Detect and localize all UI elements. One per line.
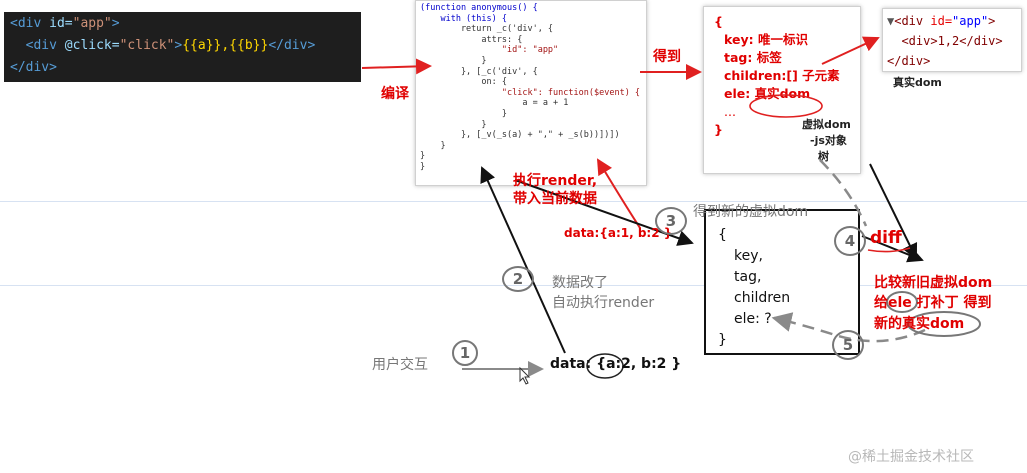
vdom-key: key: 唯一标识: [724, 32, 808, 47]
vdom-open-brace: {: [714, 14, 723, 29]
compile-arrow: [361, 58, 432, 75]
new-data-prefix: data: {: [550, 356, 607, 372]
vdom-ele-prefix: ele:: [724, 86, 755, 101]
vdom-children: children:[] 子元素: [724, 68, 840, 83]
data-changed-arrow: [480, 166, 566, 354]
vdom-note-1: 虚拟dom: [802, 118, 851, 131]
exec-render-label-1: 执行render,: [513, 173, 598, 189]
new-vdom-to-compare-arrow: [861, 235, 924, 263]
compare-label-3: 新的真实dom: [874, 316, 965, 332]
virtual-dom-box: { key: 唯一标识 tag: 标签 children:[] 子元素 ele:…: [703, 6, 861, 174]
new-vdom-key: key,: [734, 248, 763, 264]
background-line-top: [0, 201, 1027, 202]
real-dom-box: ▼<div id="app"> <div>1,2</div> </div>: [882, 8, 1022, 72]
vdom-note-2: -js对象: [810, 134, 847, 147]
compare-ele-highlight: [886, 291, 918, 313]
step-4-marker: 4: [834, 226, 866, 256]
diff-label: diff: [870, 228, 902, 248]
vdom-dots: ...: [724, 104, 736, 119]
old-vdom-to-compare-arrow: [869, 163, 918, 260]
new-vdom-close-brace: }: [718, 332, 727, 348]
vdom-tag: tag: 标签: [724, 50, 782, 65]
patch-dashed-arrow: [771, 312, 926, 343]
got-new-vdom-label: 得到新的虚拟dom: [693, 204, 809, 220]
new-vdom-ele: ele: ?: [734, 311, 772, 327]
user-interaction-label: 用户交互: [372, 357, 428, 373]
new-data-label: data: {a:2, b:2 }: [550, 356, 681, 372]
new-vdom-open-brace: {: [718, 227, 727, 243]
new-vdom-children: children: [734, 290, 791, 306]
new-real-dom-highlight: [907, 311, 981, 337]
data-changed-label-1: 数据改了: [552, 275, 608, 291]
old-data-label: data:{a:1, b:2 }: [564, 226, 673, 240]
real-dom-caption: 真实dom: [893, 76, 942, 89]
got-label: 得到: [653, 49, 681, 65]
new-data-b: b:2 }: [636, 356, 682, 372]
expand-triangle-icon: ▼: [887, 14, 895, 28]
compare-label-2: 给ele 打补丁 得到: [874, 295, 992, 311]
watermark: @稀土掘金技术社区: [848, 449, 974, 465]
vdom-close-brace: }: [714, 122, 723, 137]
step-3-marker: 3: [655, 207, 687, 235]
ele-highlight: [749, 94, 823, 118]
compile-label: 编译: [381, 86, 409, 102]
compare-label-1: 比较新旧虚拟dom: [874, 275, 993, 291]
new-virtual-dom-box: { key, tag, children ele: ? }: [704, 209, 860, 355]
vdom-to-real-arrow: [821, 36, 880, 65]
step-1-marker: 1: [452, 340, 478, 366]
vdom-ele-row: ele: 真实dom: [714, 85, 860, 103]
render-function-code: (function anonymous() { with (this) { re…: [415, 0, 647, 186]
vdom-note-3: 树: [818, 150, 829, 163]
data-a-highlight: [586, 353, 624, 379]
new-data-a: a:2,: [606, 356, 637, 372]
mouse-cursor-icon: [519, 366, 531, 385]
template-code-block: <div id="app"> <div @click="click">{{a}}…: [4, 12, 361, 82]
step-5-marker: 5: [832, 330, 864, 360]
old-vdom-to-diff-dashed: [819, 159, 868, 227]
step-2-marker: 2: [502, 266, 534, 292]
diff-underline: [867, 247, 911, 253]
vdom-ele-value: 真实dom: [754, 86, 811, 101]
exec-render-label-2: 带入当前数据: [513, 191, 597, 207]
data-changed-label-2: 自动执行render: [552, 295, 655, 311]
new-vdom-tag: tag,: [734, 269, 762, 285]
